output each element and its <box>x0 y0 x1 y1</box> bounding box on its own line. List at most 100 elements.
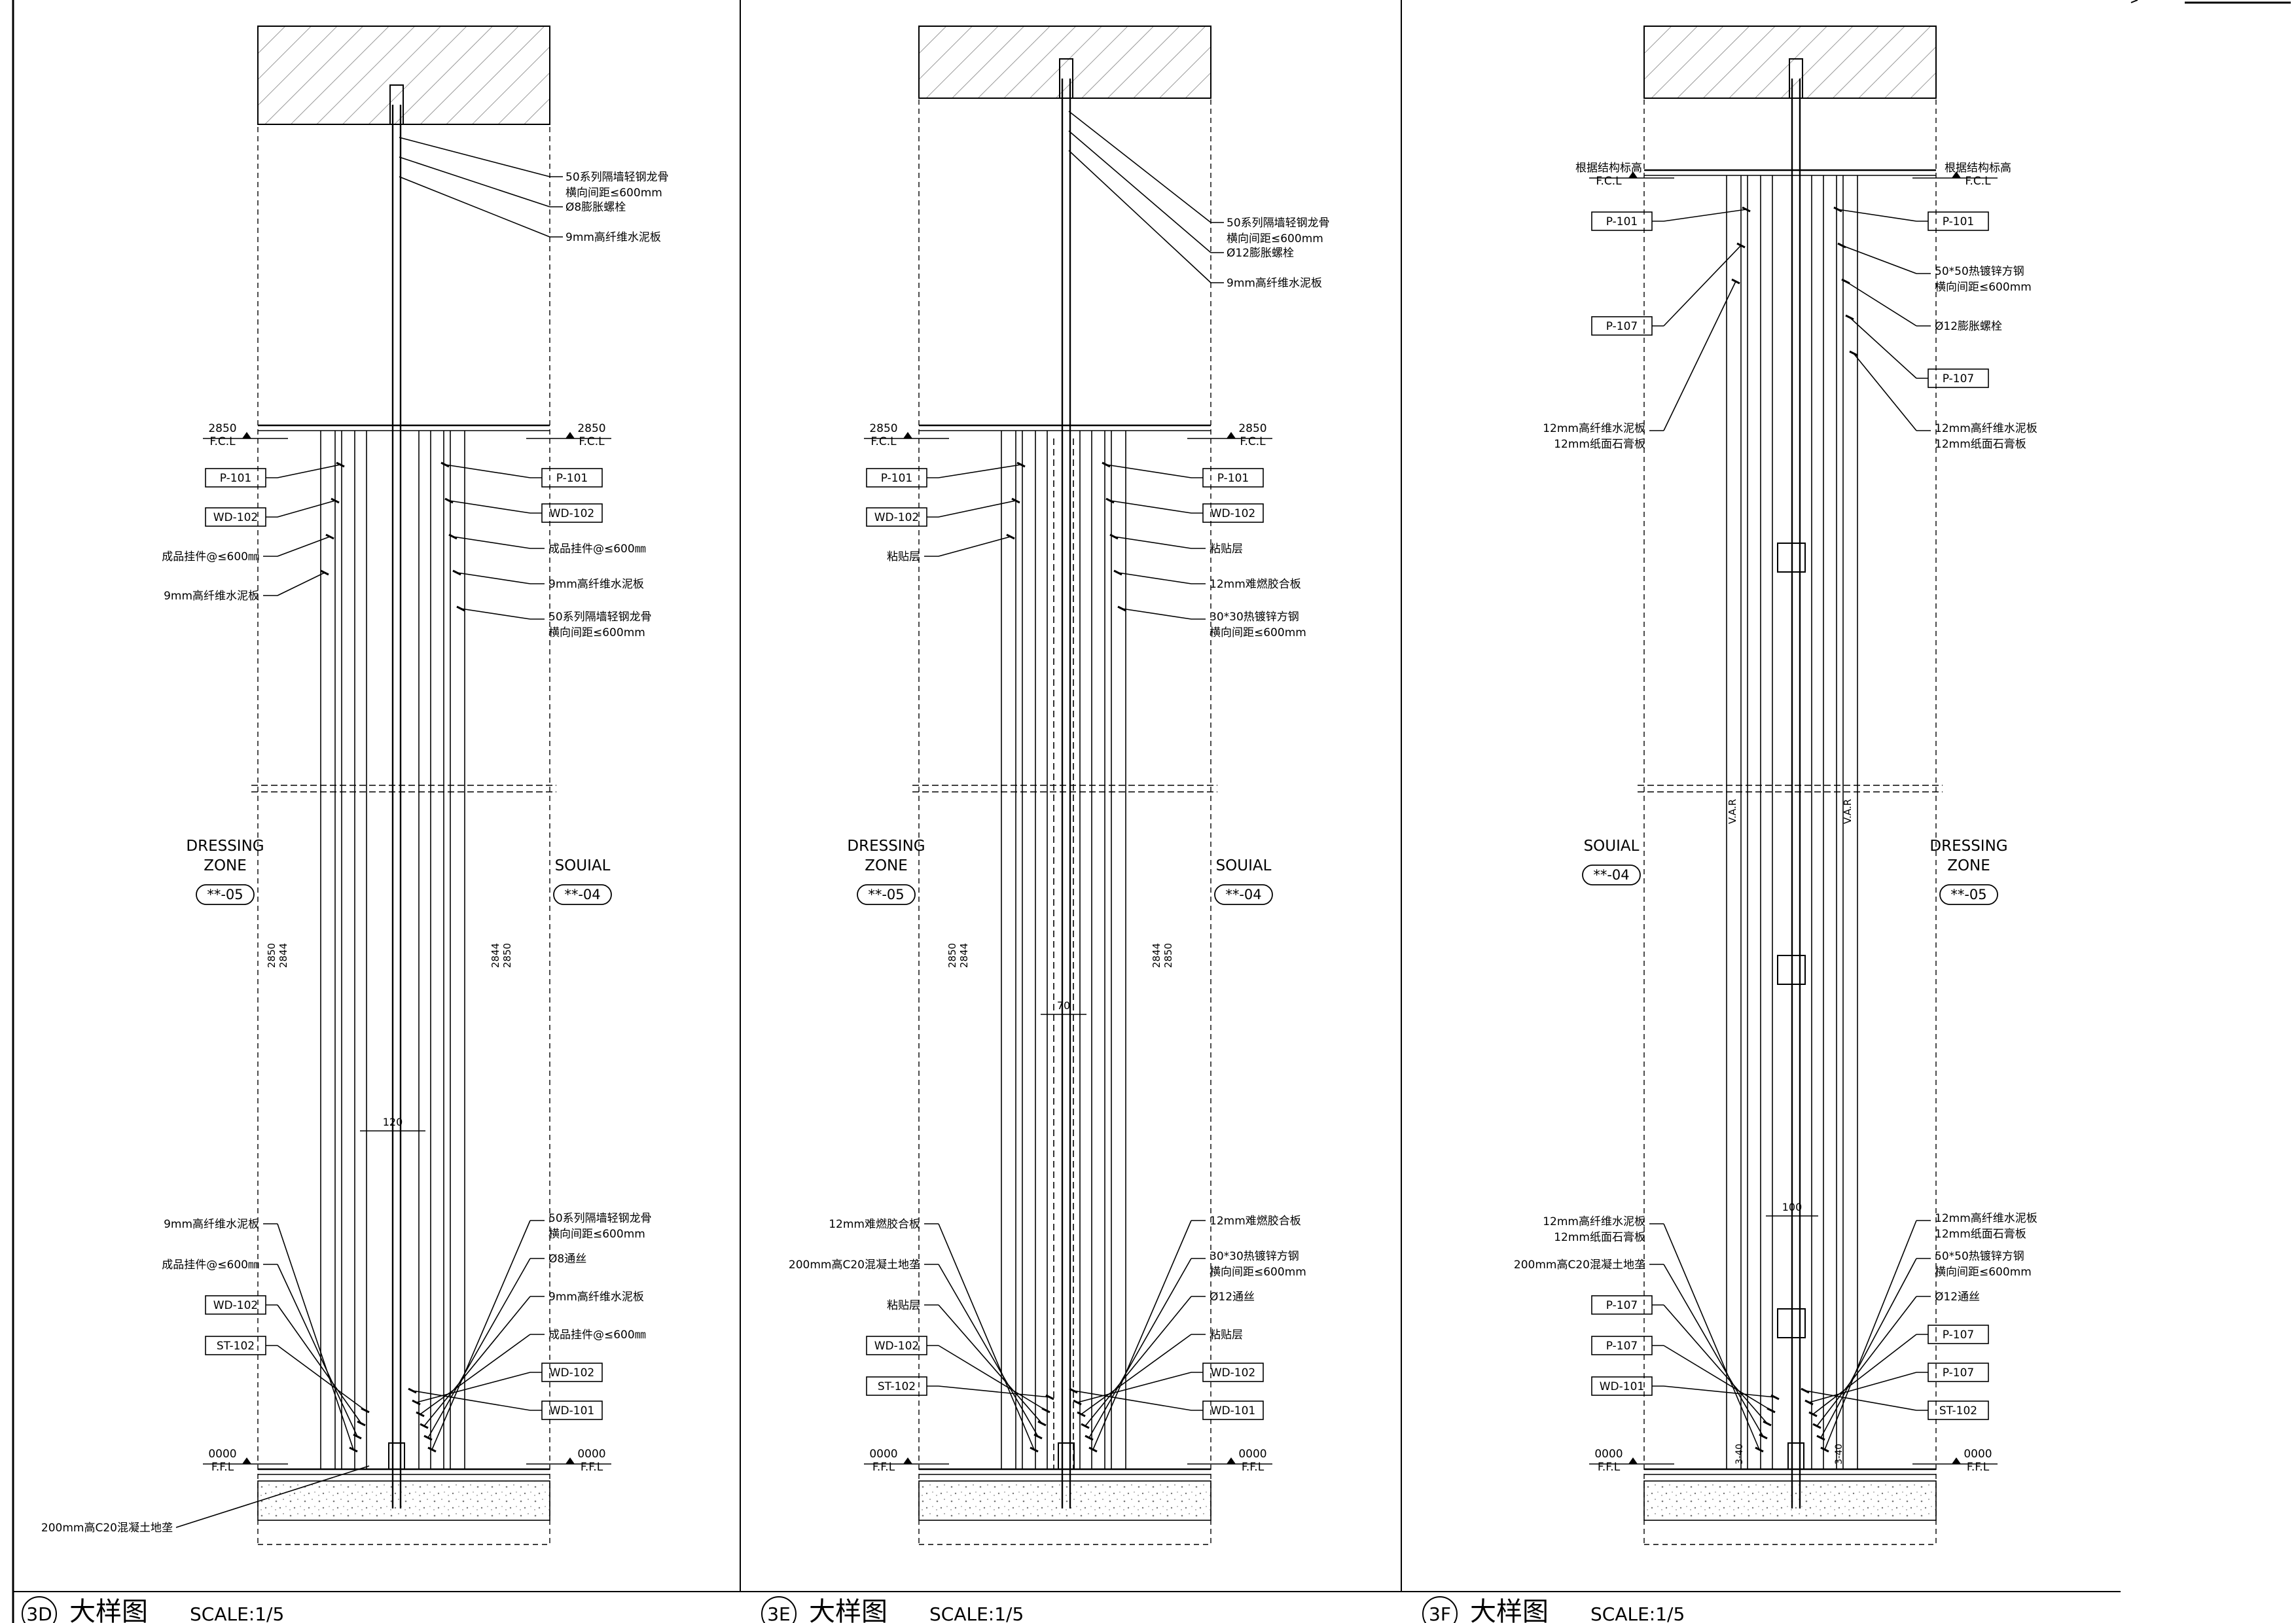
material-tag: WD-101 <box>550 1404 594 1418</box>
leader-line <box>175 1465 370 1528</box>
callout: P-107 <box>1591 242 1746 336</box>
callout-note: 30*30热镀锌方钢 <box>1210 1250 1299 1263</box>
material-tag-box <box>1591 1336 1653 1355</box>
callout: 粘贴层 <box>887 533 1015 563</box>
level-label: F.C.L <box>1965 175 1991 188</box>
leader-line <box>412 1390 531 1411</box>
leader-tick <box>1816 1435 1825 1441</box>
material-tag-box <box>205 1336 266 1355</box>
callout-note: 12mm难燃胶合板 <box>1210 578 1301 591</box>
callout: 粘贴层 <box>1109 533 1243 556</box>
callout-note: 成品挂件@≤600㎜ <box>548 1329 646 1342</box>
callout-note: 9mm高纤维水泥板 <box>565 231 661 244</box>
callout-note: 横向间距≤600mm <box>1935 1266 2032 1279</box>
zone-name: DRESSING <box>847 838 925 855</box>
leader-line <box>1068 150 1211 283</box>
material-tag-box <box>1202 468 1264 488</box>
material-tag-box <box>1202 1400 1264 1420</box>
callout: 9mm高纤维水泥板 <box>164 1218 358 1453</box>
material-tag: P-107 <box>1606 1299 1638 1312</box>
material-tag-box <box>1591 1295 1653 1315</box>
anchor-bolt <box>389 84 404 125</box>
callout-note: 12mm高纤维水泥板 <box>1543 422 1645 435</box>
callout: 9mm高纤维水泥板 <box>452 569 644 591</box>
leader-tick <box>1081 1423 1090 1429</box>
material-tag-box <box>1928 211 1989 231</box>
level-value: 0000 <box>1964 1448 1992 1461</box>
panel-id: 3F <box>1429 1603 1451 1623</box>
level-label: F.C.L <box>579 435 605 448</box>
callout: 成品挂件@≤600㎜ <box>162 1258 362 1440</box>
leader-line <box>277 1264 358 1437</box>
leader-line <box>1663 1264 1764 1437</box>
leader-tick <box>1808 1411 1818 1418</box>
material-tag: WD-102 <box>874 511 919 524</box>
material-tag-box <box>1591 211 1653 231</box>
anchor-bolt <box>1059 58 1073 99</box>
callout-note: 12mm纸面石膏板 <box>1935 1227 2026 1241</box>
leader-tick <box>420 1423 429 1429</box>
leader-line <box>938 536 1011 557</box>
leader-tick <box>1069 1387 1078 1394</box>
panel-id-bubble <box>22 1596 57 1623</box>
leader-tick <box>1117 605 1126 612</box>
callout: WD-102 <box>412 1363 603 1406</box>
leader-line <box>1073 1390 1192 1411</box>
material-tag: WD-102 <box>550 1366 594 1380</box>
callout-note: 12mm纸面石膏板 <box>1554 437 1645 451</box>
leader-line <box>1663 1385 1776 1398</box>
callout-note: 粘贴层 <box>887 550 920 563</box>
leader-line <box>444 464 531 478</box>
callout: P-101 <box>1591 206 1751 231</box>
leader-line <box>1845 281 1917 327</box>
callout: 成品挂件@≤600㎜ <box>448 533 646 556</box>
zone-name: DRESSING <box>186 838 264 855</box>
callout: WD-101 <box>1069 1387 1264 1420</box>
material-tag: WD-102 <box>213 1299 258 1312</box>
material-tag-box <box>1928 1363 1989 1382</box>
leader-tick <box>1845 314 1854 321</box>
leader-tick <box>408 1387 417 1394</box>
material-tag-box <box>1928 368 1989 388</box>
level-label: F.F.L <box>1967 1461 1990 1474</box>
leader-line <box>1121 608 1192 620</box>
callout-note: 横向间距≤600mm <box>1210 1266 1306 1279</box>
panel-id: 3E <box>767 1603 791 1623</box>
dimension-label: 2844 <box>958 943 970 968</box>
callout: 12mm难燃胶合板 <box>829 1218 1039 1453</box>
callout: P-107 <box>1591 1336 1776 1414</box>
callout-note: 粘贴层 <box>1210 1329 1243 1342</box>
material-tag: P-107 <box>1943 372 1974 385</box>
material-tag-box <box>1928 1325 1989 1344</box>
material-tag-box <box>866 1336 927 1355</box>
callout-note: 横向间距≤600mm <box>548 626 645 639</box>
zone-ref-bubble <box>553 884 612 905</box>
leader-line <box>1663 1304 1768 1424</box>
dimension-label: 2844 <box>278 943 289 968</box>
level-triangle <box>1952 1457 1961 1464</box>
callout: WD-101 <box>1591 1376 1780 1400</box>
level-label: F.F.L <box>581 1461 603 1474</box>
callout-note: 横向间距≤600mm <box>548 1228 645 1241</box>
level-triangle <box>565 1457 575 1464</box>
level-value: 0000 <box>869 1448 897 1461</box>
dimension-label: 3-40 <box>1734 1444 1745 1465</box>
leader-tick <box>320 569 329 576</box>
leader-line <box>427 1258 531 1438</box>
callout-note: 粘贴层 <box>887 1299 920 1312</box>
callout-note: 9mm高纤维水泥板 <box>164 1218 259 1231</box>
steel-tube-section <box>1777 1308 1806 1338</box>
panel-title: 大样图 <box>1470 1597 1549 1623</box>
floor-anchor <box>388 1442 405 1470</box>
material-tag-box <box>866 507 927 527</box>
leader-line <box>1820 1258 1917 1438</box>
material-tag-box <box>1202 1363 1264 1382</box>
